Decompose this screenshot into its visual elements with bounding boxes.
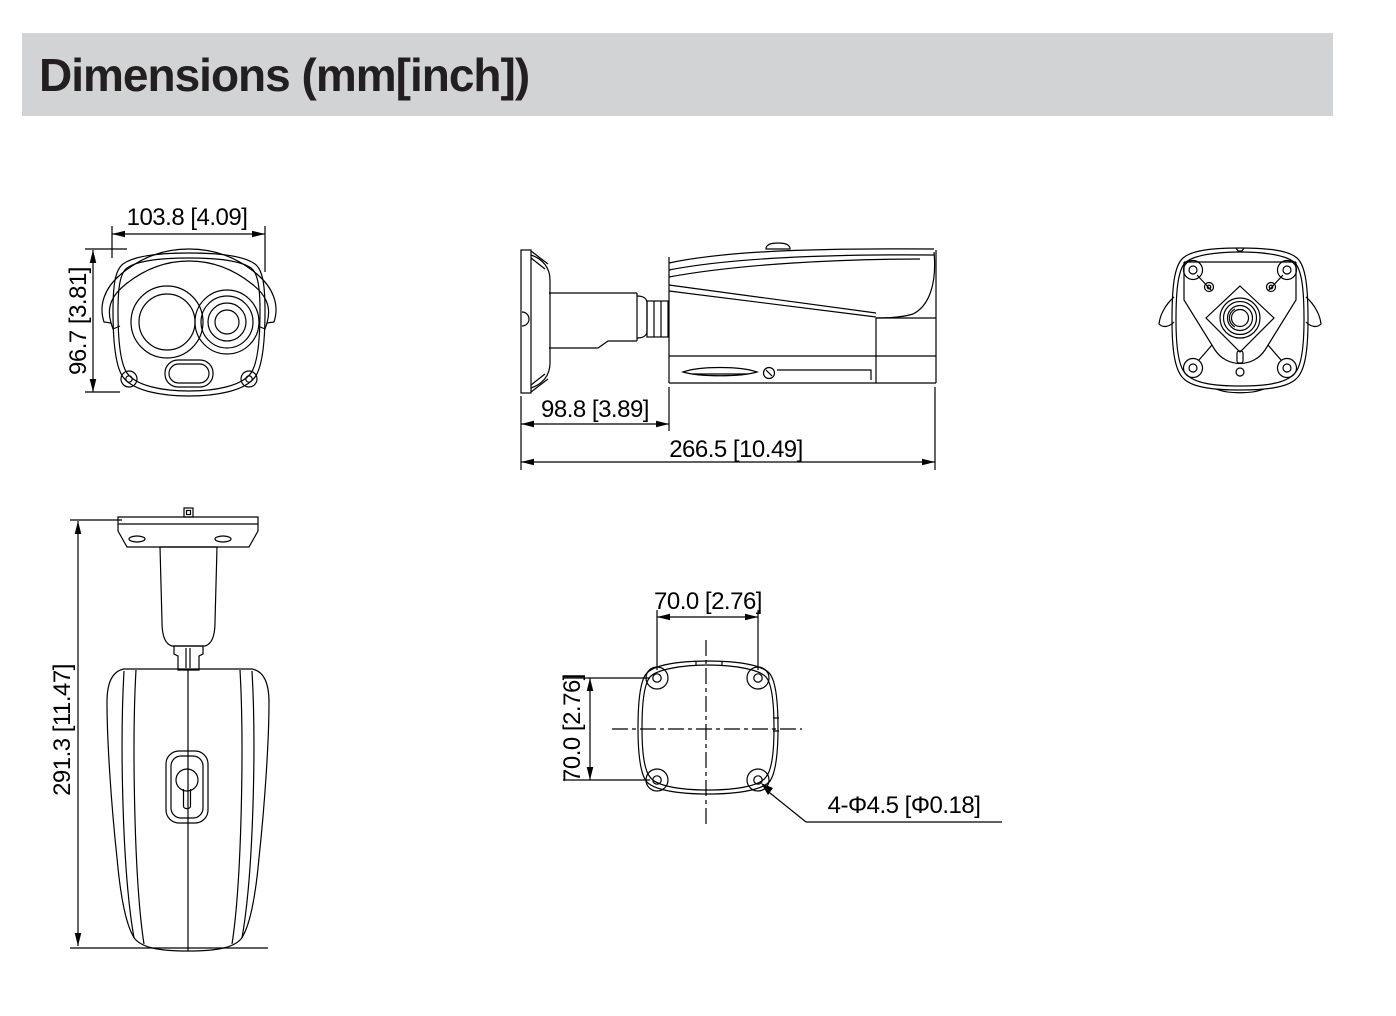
mount-stem bbox=[159, 546, 218, 671]
rear-cable-gland bbox=[1219, 297, 1261, 339]
front-sunshield bbox=[101, 248, 277, 330]
base-view-drawing bbox=[563, 610, 1002, 824]
rear-view-drawing bbox=[1158, 247, 1322, 394]
front-camera-body bbox=[112, 252, 266, 397]
side-dimension-lines bbox=[520, 387, 936, 470]
rear-sunshield-wings bbox=[1158, 296, 1322, 328]
ir-illuminator-window bbox=[164, 359, 214, 388]
side-length-dim-label: 266.5 [10.49] bbox=[669, 436, 803, 463]
rear-inner-panel bbox=[1183, 261, 1297, 364]
thermal-lens bbox=[130, 285, 204, 359]
bracket-notch bbox=[521, 311, 530, 327]
side-view-drawing bbox=[520, 242, 937, 470]
top-view-drawing bbox=[70, 507, 270, 952]
camera-body-top-view bbox=[106, 668, 270, 952]
section-header-bar: Dimensions (mm[inch]) bbox=[22, 33, 1333, 116]
front-height-dim-label: 96.7 [3.81] bbox=[65, 267, 92, 375]
base-horizontal-dim-label: 70.0 [2.76] bbox=[654, 588, 762, 615]
front-view-drawing bbox=[85, 226, 277, 397]
hole-callout-leader bbox=[761, 783, 1002, 823]
top-dimension-lines bbox=[70, 519, 268, 949]
rear-bottom-details bbox=[1235, 350, 1245, 377]
side-mount-bracket bbox=[520, 249, 551, 394]
base-hole-callout-label: 4-Φ4.5 [Φ0.18] bbox=[827, 792, 981, 819]
cable-latch bbox=[681, 366, 759, 377]
top-tab bbox=[765, 242, 791, 250]
side-bracket-dim-label: 98.8 [3.89] bbox=[541, 396, 649, 423]
side-screw bbox=[762, 366, 776, 380]
side-camera-body bbox=[668, 242, 937, 384]
visible-lens bbox=[194, 289, 260, 355]
side-mount-arm bbox=[549, 292, 669, 349]
base-centerlines bbox=[612, 640, 802, 824]
front-dimension-lines bbox=[85, 226, 266, 393]
top-height-dim-label: 291.3 [11.47] bbox=[49, 664, 76, 796]
front-width-dim-label: 103.8 [4.09] bbox=[126, 204, 248, 231]
rear-body bbox=[1171, 247, 1309, 394]
base-mounting-holes bbox=[645, 666, 770, 792]
base-vertical-dim-label: 70.0 [2.76] bbox=[559, 674, 586, 782]
front-screws bbox=[120, 370, 258, 388]
mount-plate bbox=[117, 507, 259, 548]
section-title: Dimensions (mm[inch]) bbox=[39, 48, 530, 101]
base-dimension-lines bbox=[563, 610, 759, 781]
keyhole-slot bbox=[165, 750, 209, 824]
